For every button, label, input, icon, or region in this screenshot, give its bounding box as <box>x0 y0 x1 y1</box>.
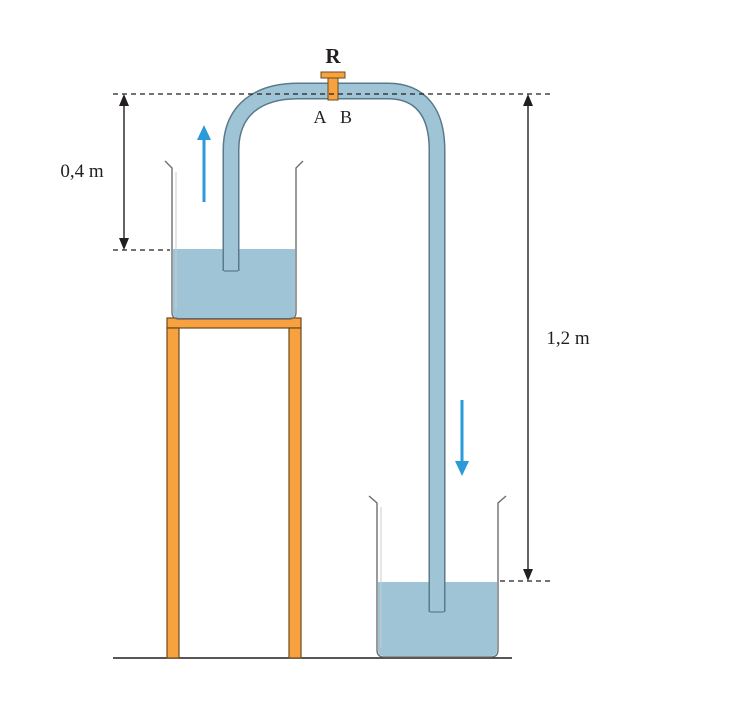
upper-beaker-water <box>173 249 295 318</box>
upper-beaker-glass <box>164 160 304 320</box>
lower-beaker <box>368 495 507 658</box>
reference-lines <box>113 93 551 582</box>
stand <box>166 317 302 659</box>
lower-beaker-glass <box>368 495 507 658</box>
flow-arrow-up <box>197 125 211 202</box>
dimension-total <box>523 94 533 581</box>
height-total-label: 1,2 m <box>546 328 590 349</box>
valve-r <box>320 71 346 101</box>
point-b-label: B <box>340 107 352 127</box>
point-a-label: A <box>314 107 327 127</box>
height-upper-label: 0,4 m <box>60 161 104 182</box>
lower-beaker-water <box>378 582 497 656</box>
dimension-upper <box>119 94 129 250</box>
valve-label: R <box>325 44 341 68</box>
upper-beaker <box>164 160 304 320</box>
flow-arrow-down <box>455 400 469 476</box>
siphon-tube <box>222 82 446 613</box>
